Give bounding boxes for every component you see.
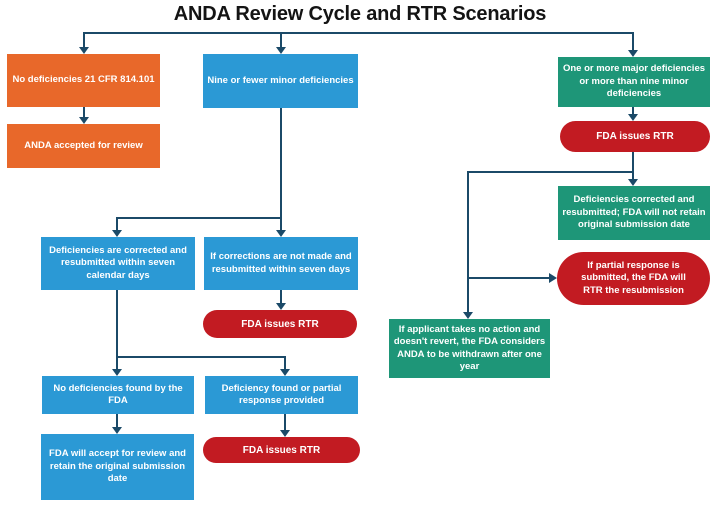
node-label: Nine or fewer minor deficiencies bbox=[207, 74, 354, 86]
arrowhead-to-no-deficiencies bbox=[79, 47, 89, 54]
arrowhead-to-no-deficiencies-found bbox=[112, 369, 122, 376]
arrowhead-to-deficiencies-corrected bbox=[628, 179, 638, 186]
node-no-deficiencies-found: No deficiencies found by the FDA bbox=[42, 376, 194, 414]
node-no-action-withdrawn: If applicant takes no action and doesn't… bbox=[389, 319, 550, 378]
connector-top-mid-vertical bbox=[280, 32, 282, 47]
connector-to-corrected-seven bbox=[116, 217, 118, 230]
node-fda-issues-rtr-bottom: FDA issues RTR bbox=[203, 437, 360, 463]
connector-nine-vertical bbox=[280, 108, 282, 230]
node-partial-response: If partial response is submitted, the FD… bbox=[557, 252, 710, 305]
connector-top-right-vertical bbox=[632, 32, 634, 50]
arrowhead-to-no-action bbox=[463, 312, 473, 319]
node-no-deficiencies: No deficiencies 21 CFR 814.101 bbox=[7, 54, 160, 107]
node-fda-issues-rtr-mid: FDA issues RTR bbox=[203, 310, 357, 338]
connector-right-branch-vertical bbox=[467, 171, 469, 312]
arrowhead-to-partial-response bbox=[549, 273, 557, 283]
connector-to-no-found bbox=[116, 356, 118, 369]
connector-rtr-to-corrected bbox=[632, 152, 634, 179]
connector-orange-vertical bbox=[83, 107, 85, 117]
diagram-title: ANDA Review Cycle and RTR Scenarios bbox=[173, 3, 547, 25]
connector-to-rtr-bottom bbox=[284, 414, 286, 430]
arrowhead-to-fda-rtr-mid bbox=[276, 303, 286, 310]
connector-top-horizontal bbox=[83, 32, 634, 34]
node-label: If partial response is submitted, the FD… bbox=[581, 259, 686, 296]
node-nine-or-fewer: Nine or fewer minor deficiencies bbox=[203, 54, 358, 108]
node-not-corrected-seven-days: If corrections are not made and resubmit… bbox=[204, 237, 358, 290]
node-label: FDA will accept for review and retain th… bbox=[49, 448, 186, 485]
node-label: If applicant takes no action and doesn't… bbox=[393, 323, 546, 372]
arrowhead-to-corrected-seven bbox=[112, 230, 122, 237]
node-corrected-seven-days: Deficiencies are corrected and resubmitt… bbox=[41, 237, 195, 290]
connector-to-rtr-mid bbox=[280, 290, 282, 303]
node-deficiencies-corrected-resubmitted: Deficiencies corrected and resubmitted; … bbox=[558, 186, 710, 240]
node-label: FDA issues RTR bbox=[241, 318, 319, 330]
node-label: One or more major deficiencies or more t… bbox=[562, 63, 706, 100]
connector-found-branch bbox=[116, 356, 286, 358]
connector-to-accept bbox=[116, 414, 118, 427]
node-label: No deficiencies found by the FDA bbox=[53, 382, 183, 406]
connector-major-to-rtr bbox=[632, 107, 634, 114]
node-accept-retain-date: FDA will accept for review and retain th… bbox=[41, 434, 194, 500]
node-deficiency-found: Deficiency found or partial response pro… bbox=[205, 376, 358, 414]
arrowhead-to-not-corrected-seven bbox=[276, 230, 286, 237]
node-label: No deficiencies 21 CFR 814.101 bbox=[12, 74, 155, 86]
arrowhead-to-one-or-more-major bbox=[628, 50, 638, 57]
node-label: If corrections are not made and resubmit… bbox=[210, 251, 352, 275]
connector-to-deficiency-found bbox=[284, 356, 286, 369]
arrowhead-to-deficiency-found bbox=[280, 369, 290, 376]
node-label: FDA issues RTR bbox=[596, 131, 674, 142]
node-label: FDA issues RTR bbox=[242, 444, 321, 456]
connector-to-partial-response bbox=[467, 277, 549, 279]
arrowhead-to-accept-retain bbox=[112, 427, 122, 434]
connector-right-branch-horizontal bbox=[467, 171, 634, 173]
node-label: Deficiencies are corrected and resubmitt… bbox=[49, 244, 187, 281]
arrowhead-to-nine-or-fewer bbox=[276, 47, 286, 54]
arrowhead-to-anda-accepted bbox=[79, 117, 89, 124]
arrowhead-to-fda-rtr-right bbox=[628, 114, 638, 121]
connector-top-left-vertical bbox=[83, 32, 85, 47]
node-one-or-more-major: One or more major deficiencies or more t… bbox=[558, 57, 710, 107]
connector-corrected-down bbox=[116, 290, 118, 357]
node-label: Deficiency found or partial response pro… bbox=[221, 382, 342, 406]
node-fda-issues-rtr-right: FDA issues RTR bbox=[560, 121, 710, 152]
node-label: ANDA accepted for review bbox=[24, 139, 143, 151]
connector-seven-days-branch bbox=[116, 217, 282, 219]
arrowhead-to-fda-rtr-bottom bbox=[280, 430, 290, 437]
node-anda-accepted: ANDA accepted for review bbox=[7, 124, 160, 168]
node-label: Deficiencies corrected and resubmitted; … bbox=[562, 194, 706, 231]
